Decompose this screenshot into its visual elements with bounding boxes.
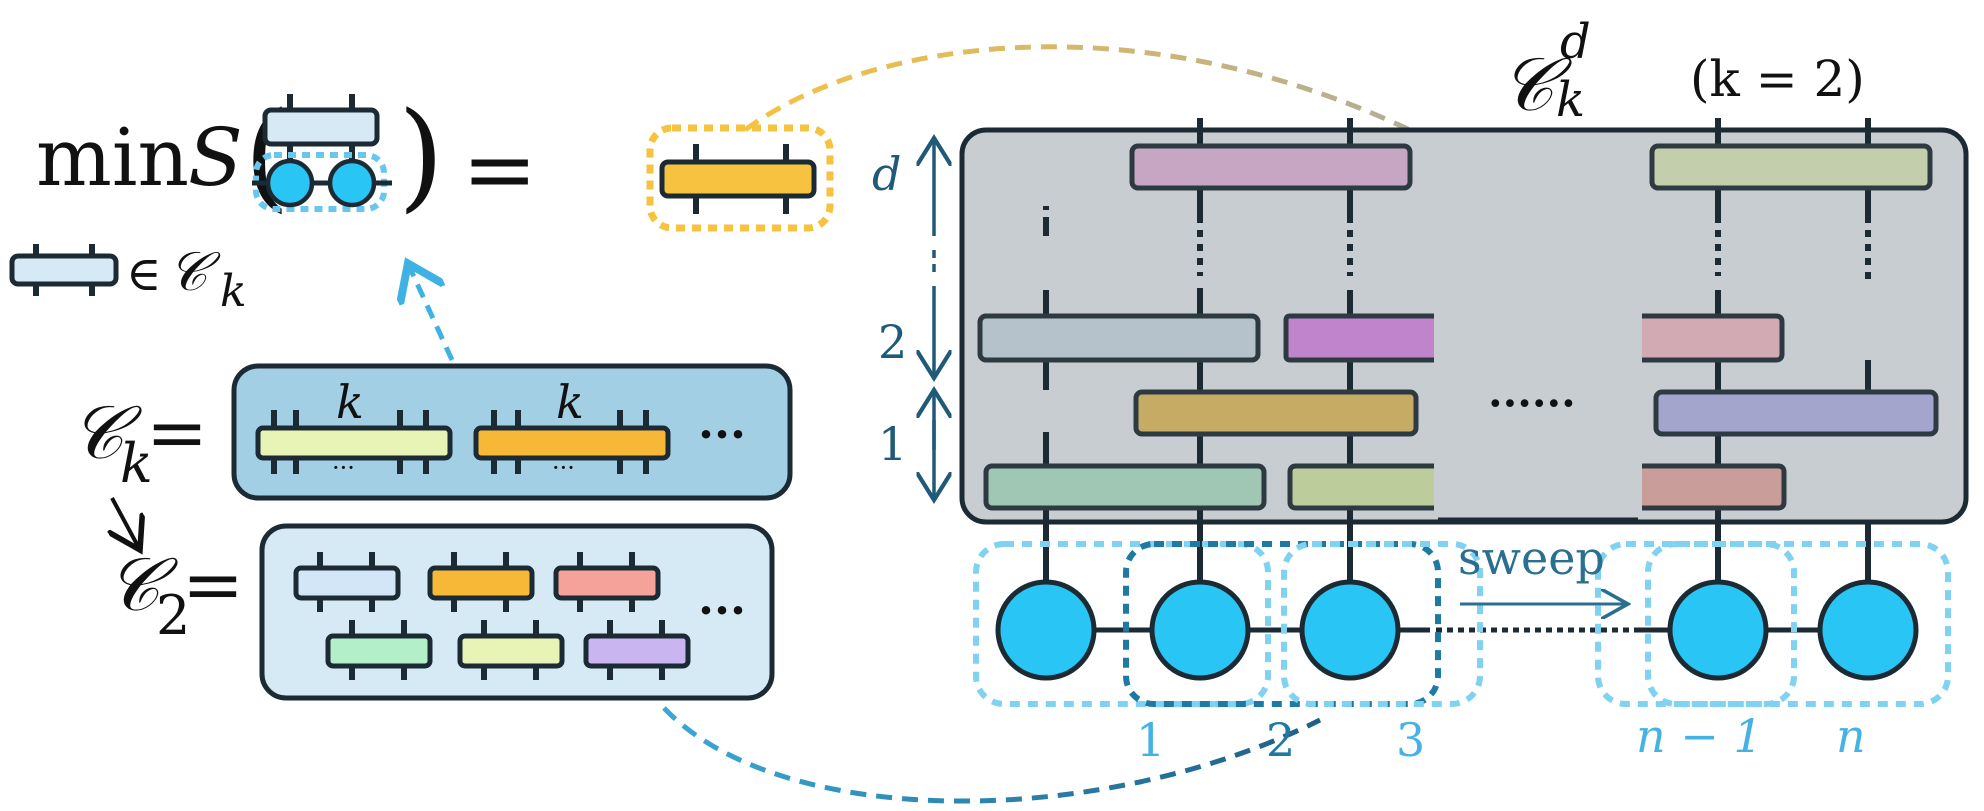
gate-2-2 (1283, 313, 1434, 363)
ck-gate-green: k ··· (255, 375, 453, 482)
k-note: (k = 2) (1690, 50, 1865, 108)
equals-sign: = (462, 117, 537, 222)
circuit-layer-1a (1133, 389, 1939, 437)
c2-gate-orange (427, 552, 535, 612)
circuit-layer-2 (977, 313, 1785, 363)
objective-equation: min S ( ) = (9, 86, 834, 317)
window-n1-n (1645, 541, 1951, 707)
layer-label-1: 1 (878, 417, 907, 471)
constraint: ∈ 𝒞 k (9, 240, 247, 317)
argument-gate (262, 94, 380, 160)
circuit-title: 𝒞 d k (k = 2) (1500, 14, 1865, 128)
arrow-to-circuit (743, 44, 1510, 185)
gate-1a-2 (1653, 389, 1939, 437)
circuit-set-sup: d (1560, 14, 1591, 70)
site-label-2: 2 (1266, 713, 1295, 767)
argument-state (252, 152, 392, 212)
constraint-set-symbol: 𝒞 (168, 240, 221, 303)
circuit-hdots: ······ (1488, 379, 1576, 428)
window-1-2 (973, 541, 1271, 707)
optimal-gate (646, 124, 834, 232)
circuit-layer-1b (983, 463, 1787, 511)
window-2-3 (1123, 541, 1441, 707)
site-labels: 1 2 3 n − 1 n (1136, 709, 1866, 767)
c2-gate-lightblue (293, 552, 401, 612)
arrow-to-state (410, 268, 455, 362)
gate-1b-2 (1287, 463, 1434, 511)
site-label-3: 3 (1396, 713, 1425, 767)
ck-gate-green-k: k (336, 375, 364, 429)
site-legs (1043, 520, 1871, 590)
gate-1b-3 (1642, 463, 1787, 511)
ck-set-sub: k (120, 432, 153, 495)
site-n (1817, 579, 1919, 681)
window-n2-n1 (1595, 541, 1797, 707)
site-label-n-1: n − 1 (1636, 709, 1763, 763)
layer-label-2: 2 (878, 315, 907, 369)
ck-gate-orange-k: k (556, 375, 584, 429)
c2-ellipsis: ··· (698, 583, 746, 637)
gate-2-3 (1642, 313, 1785, 363)
c2-equals: = (182, 542, 244, 628)
constraint-set-sub: k (220, 266, 247, 317)
site-3 (1299, 579, 1401, 681)
ck-to-c2-arrow (112, 497, 140, 550)
ck-gate-green-dots: ··· (332, 454, 355, 482)
circuit-gap (1436, 300, 1640, 518)
site-1 (995, 579, 1097, 681)
circuit-layer-d (1129, 143, 1933, 191)
min-operator: min (36, 111, 189, 204)
c2-set-sub: 2 (156, 584, 190, 647)
sweep-indicator: sweep (1458, 531, 1628, 604)
ck-equals: = (146, 390, 208, 476)
mps-chain (973, 541, 1951, 707)
c2-gate-lime (457, 620, 565, 680)
window-3-4 (1281, 541, 1483, 707)
ck-ellipsis: ··· (698, 407, 746, 461)
gate-d-2 (1649, 143, 1933, 191)
layer-label-d: d (872, 147, 901, 201)
sweep-label: sweep (1458, 531, 1605, 585)
c2-gate-salmon (553, 552, 661, 612)
c2-gate-lavender (583, 620, 691, 680)
gate-2-1 (977, 313, 1261, 363)
gate-set-c2: 𝒞 2 = (106, 523, 775, 701)
circuit-set-sub: k (1556, 72, 1585, 128)
gate-d-1 (1129, 143, 1413, 191)
gate-1b-1 (983, 463, 1267, 511)
site-label-1: 1 (1136, 713, 1165, 767)
ck-gate-orange-dots: ··· (552, 454, 575, 482)
objective-function: S (188, 111, 243, 204)
site-2 (1149, 579, 1251, 681)
right-paren: ) (398, 86, 444, 224)
site-n-1 (1667, 579, 1769, 681)
layer-axis: d 2 1 (872, 138, 934, 500)
ck-gate-orange: k ··· (473, 375, 671, 482)
arrow-c2-to-sites (662, 706, 1322, 804)
circuit-wires (1043, 118, 1871, 554)
gate-set-ck: 𝒞 k = k ··· k (70, 363, 793, 501)
c2-gate-mint (325, 620, 433, 680)
gate-1a-1 (1133, 389, 1419, 437)
element-of-symbol: ∈ (126, 246, 162, 302)
site-label-n: n (1836, 709, 1866, 763)
